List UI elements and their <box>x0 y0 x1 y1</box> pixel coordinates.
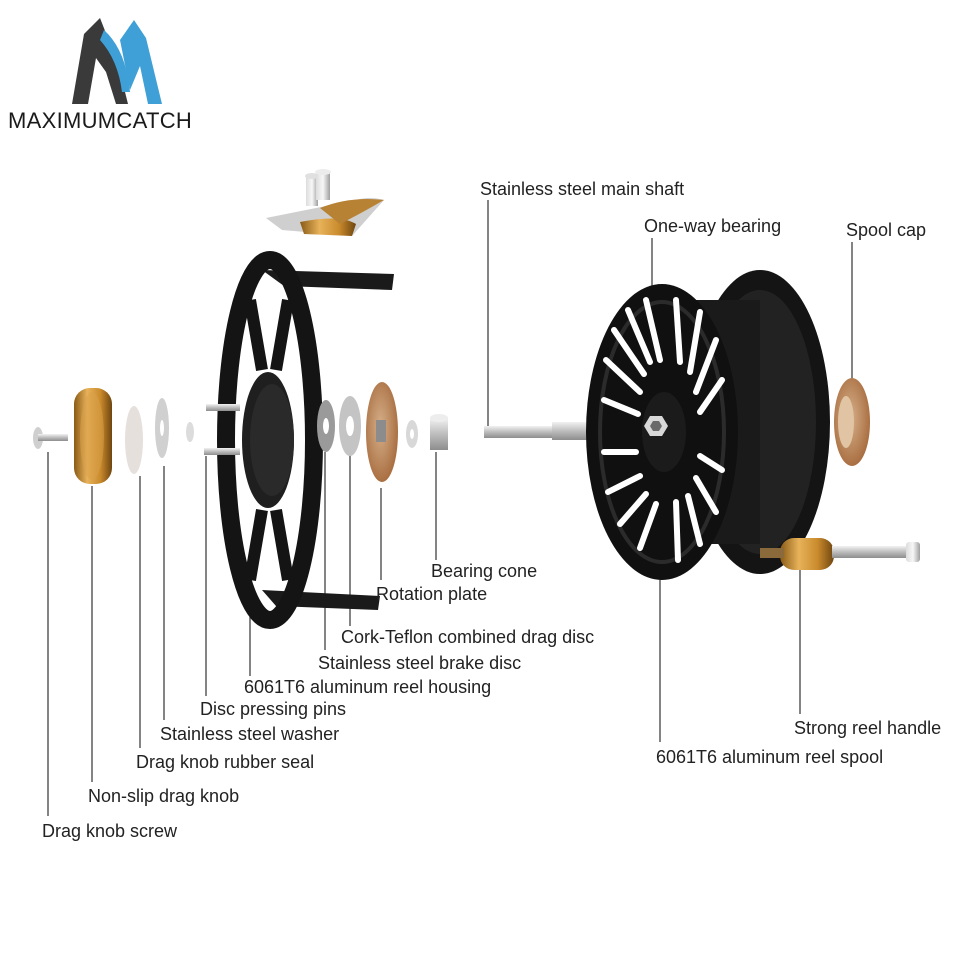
stainless-washer <box>155 398 169 458</box>
label-rubber-seal: Drag knob rubber seal <box>136 752 315 772</box>
logo-m-blue-curve <box>100 30 130 92</box>
label-reel-housing: 6061T6 aluminum reel housing <box>244 677 492 697</box>
label-washer: Stainless steel washer <box>160 724 340 744</box>
logo-m-blue <box>120 20 162 104</box>
label-drag-knob: Non-slip drag knob <box>88 786 240 806</box>
label-rotation-plate: Rotation plate <box>376 584 488 604</box>
small-spacer <box>186 422 194 442</box>
logo-m-dark <box>72 18 128 104</box>
reel-spool <box>586 270 830 580</box>
bearing-cone <box>430 414 448 450</box>
brand-name: MAXIMUMCATCH <box>8 108 193 133</box>
drag-knob-rubber-seal <box>125 406 143 474</box>
label-knob-screw: Drag knob screw <box>42 821 178 841</box>
label-bearing-cone: Bearing cone <box>431 561 538 581</box>
spool-cap <box>834 378 870 466</box>
stainless-brake-disc <box>317 400 335 452</box>
reel-foot-clamp <box>266 169 384 236</box>
cork-teflon-drag-disc <box>339 396 361 456</box>
label-reel-spool: 6061T6 aluminum reel spool <box>656 747 884 767</box>
rotation-plate <box>366 382 398 482</box>
brand-logo <box>72 18 162 104</box>
spool-ports <box>601 297 725 563</box>
disc-pressing-pins <box>204 404 240 455</box>
label-brake-disc: Stainless steel brake disc <box>318 653 522 673</box>
drag-knob-screw <box>33 427 68 449</box>
label-one-way-bearing: One-way bearing <box>644 216 782 236</box>
label-reel-handle: Strong reel handle <box>794 718 942 738</box>
label-pressing-pins: Disc pressing pins <box>200 699 347 719</box>
label-main-shaft: Stainless steel main shaft <box>480 179 685 199</box>
label-spool-cap: Spool cap <box>846 220 927 240</box>
label-drag-disc: Cork-Teflon combined drag disc <box>341 627 595 647</box>
non-slip-drag-knob <box>74 388 112 484</box>
reel-handle <box>760 538 920 570</box>
reel-housing <box>217 251 394 629</box>
small-washer <box>406 420 418 448</box>
